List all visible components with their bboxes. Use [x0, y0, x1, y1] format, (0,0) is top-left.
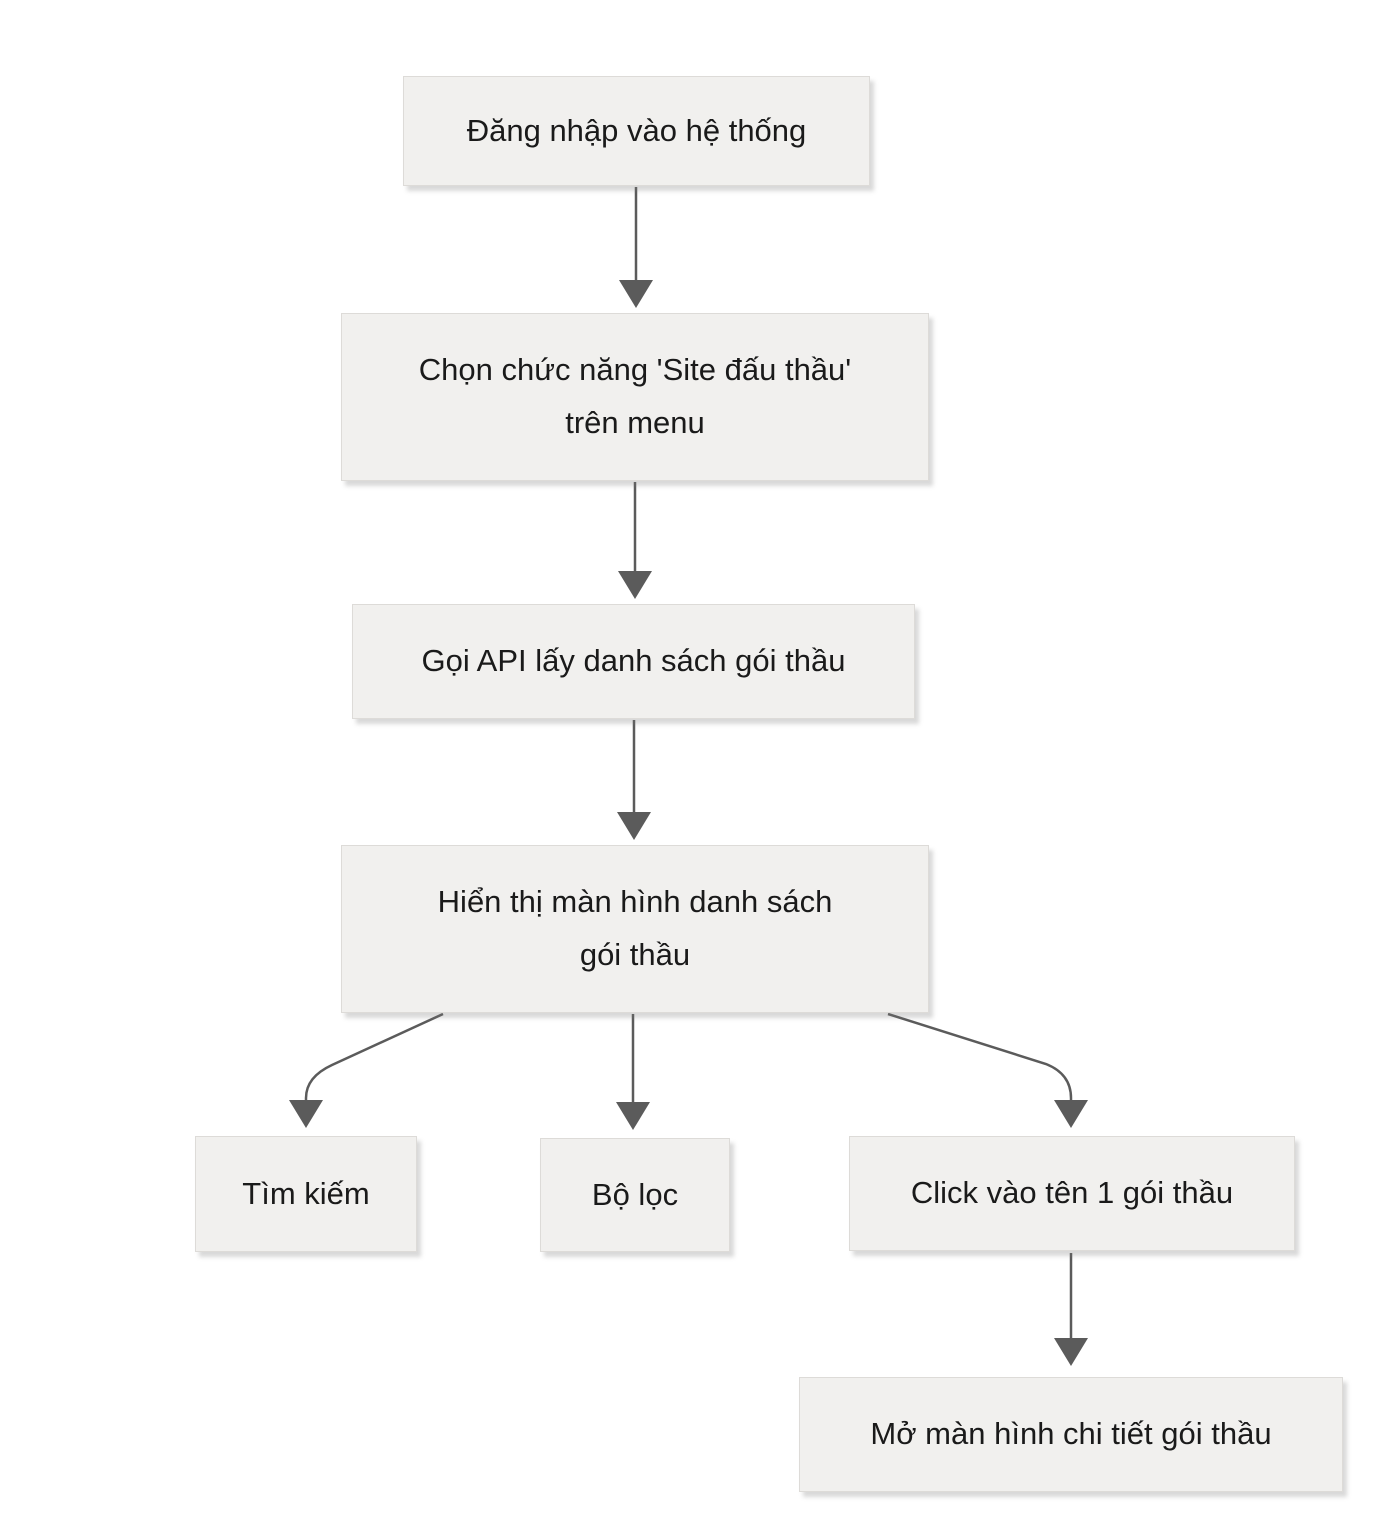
arrow-login-to-site-menu [619, 187, 653, 308]
arrow-call-api-to-show-list [617, 720, 651, 840]
node-call-api-label: Gọi API lấy danh sách gói thầu [421, 643, 846, 679]
node-filter: Bộ lọc [540, 1138, 730, 1252]
arrow-site-menu-to-call-api [618, 482, 652, 599]
arrow-show-list-to-filter [616, 1014, 650, 1130]
node-open-detail-label: Mở màn hình chi tiết gói thầu [870, 1416, 1272, 1452]
node-search-label: Tìm kiếm [242, 1175, 370, 1211]
arrow-click-package-to-open-detail [1054, 1253, 1088, 1366]
node-open-detail: Mở màn hình chi tiết gói thầu [799, 1377, 1343, 1492]
node-login-label: Đăng nhập vào hệ thống [466, 112, 807, 148]
arrow-show-list-to-click-package [887, 1012, 1088, 1128]
node-site-menu: Chọn chức năng 'Site đấu thầu' trên menu [341, 313, 929, 481]
node-show-list-label: Hiển thị màn hình danh sách gói thầu [437, 884, 833, 972]
node-login: Đăng nhập vào hệ thống [403, 76, 870, 186]
node-click-package-label: Click vào tên 1 gói thầu [910, 1175, 1234, 1211]
node-search: Tìm kiếm [195, 1136, 417, 1252]
node-filter-label: Bộ lọc [591, 1176, 679, 1212]
node-call-api: Gọi API lấy danh sách gói thầu [352, 604, 915, 719]
node-show-list: Hiển thị màn hình danh sách gói thầu [341, 845, 929, 1013]
arrow-show-list-to-search [289, 1012, 444, 1128]
node-site-menu-label: Chọn chức năng 'Site đấu thầu' trên menu [418, 352, 852, 440]
node-click-package: Click vào tên 1 gói thầu [849, 1136, 1295, 1251]
